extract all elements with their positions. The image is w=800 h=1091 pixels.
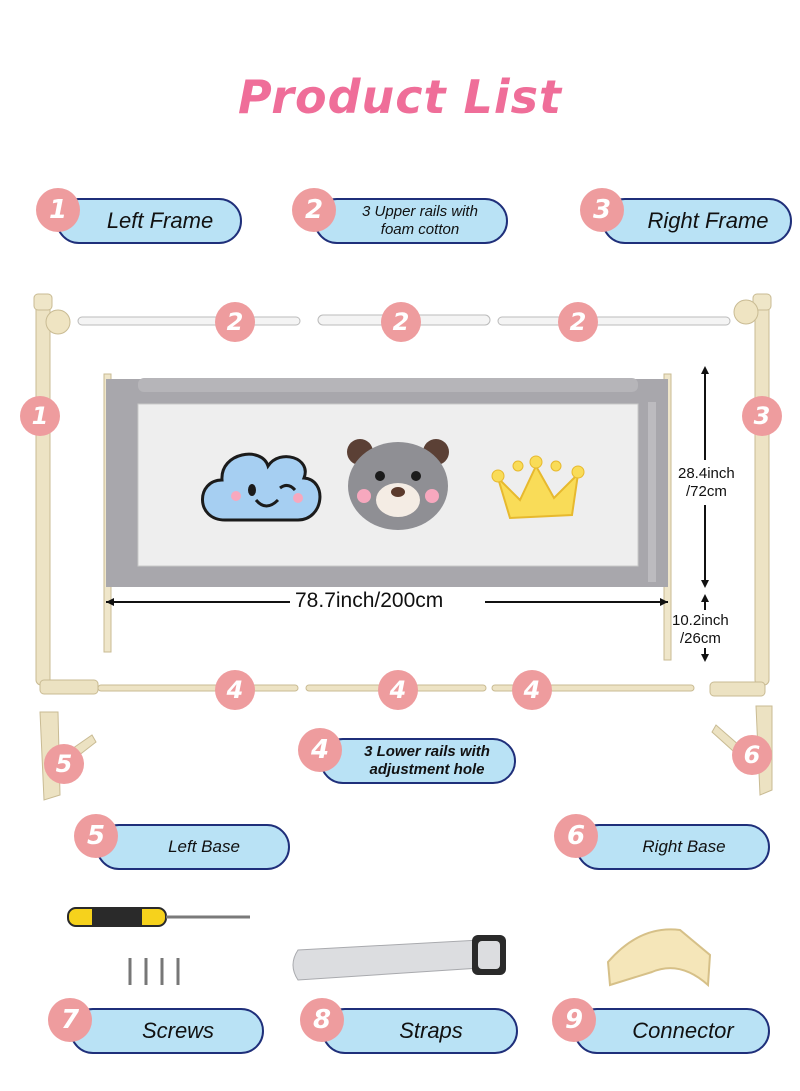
height-cm-text: /72cm — [686, 483, 727, 500]
part-number-badge-5: 5 — [74, 814, 118, 858]
part-label-text: Screws — [141, 1018, 215, 1043]
part-label-right-frame: Right Frame — [602, 198, 792, 244]
width-dimension-label: 78.7inch/200cm — [295, 589, 444, 612]
upper-rail-number-badge: 2 — [558, 302, 598, 342]
cloud-face-icon — [201, 452, 322, 522]
part-label-left-base: Left Base — [96, 824, 290, 870]
upper-rail-number-badge: 2 — [215, 302, 255, 342]
left-base-number-badge: 5 — [44, 744, 84, 784]
leg-inch-text: 10.2inch — [672, 612, 729, 629]
strap-icon — [292, 935, 506, 981]
part-label-lower-rails: 3 Lower rails with adjustment hole — [320, 738, 516, 784]
part-label-upper-rails: 3 Upper rails with foam cotton — [314, 198, 508, 244]
part-number-badge-9: 9 — [552, 998, 596, 1042]
leg-cm-text: /26cm — [680, 630, 721, 647]
crown-icon — [491, 455, 585, 520]
part-label-text: 3 Upper rails with foam cotton — [362, 203, 478, 238]
connector-icon — [606, 928, 712, 988]
left-frame-image — [33, 293, 99, 695]
right-frame-number-badge: 3 — [742, 396, 782, 436]
page-title: Product List — [238, 70, 562, 124]
bear-face-icon — [347, 439, 449, 530]
part-label-text: Straps — [399, 1018, 463, 1043]
part-label-straps: Straps — [322, 1008, 518, 1054]
leg-height-label: 10.2inch /26cm — [672, 612, 729, 648]
part-label-text: Right Frame — [647, 208, 769, 233]
part-label-screws: Screws — [70, 1008, 264, 1054]
part-label-connector: Connector — [574, 1008, 770, 1054]
part-label-text: Connector — [632, 1018, 734, 1043]
part-label-text: Right Base — [642, 837, 726, 856]
part-number-badge-3: 3 — [580, 188, 624, 232]
part-label-text: Left Base — [168, 837, 240, 856]
part-number-badge-6: 6 — [554, 814, 598, 858]
height-inch-text: 28.4inch — [678, 465, 735, 482]
part-number-badge-7: 7 — [48, 998, 92, 1042]
part-number-badge-2: 2 — [292, 188, 336, 232]
part-number-badge-1: 1 — [36, 188, 80, 232]
height-dimension-label: 28.4inch /72cm — [678, 465, 735, 501]
left-frame-number-badge: 1 — [20, 396, 60, 436]
part-label-right-base: Right Base — [576, 824, 770, 870]
height-dimension-line — [701, 366, 709, 662]
screw-icon — [128, 958, 180, 985]
part-label-text: Left Frame — [106, 208, 214, 233]
lower-rail-number-badge: 4 — [378, 670, 418, 710]
width-dimension-line — [106, 598, 668, 606]
part-label-text: 3 Lower rails with adjustment hole — [364, 743, 490, 778]
part-label-left-frame: Left Frame — [56, 198, 242, 244]
screwdriver-icon — [67, 907, 250, 927]
part-number-badge-4: 4 — [298, 728, 342, 772]
right-base-number-badge: 6 — [732, 735, 772, 775]
lower-rail-number-badge: 4 — [215, 670, 255, 710]
lower-rail-number-badge: 4 — [512, 670, 552, 710]
part-number-badge-8: 8 — [300, 998, 344, 1042]
upper-rail-number-badge: 2 — [381, 302, 421, 342]
